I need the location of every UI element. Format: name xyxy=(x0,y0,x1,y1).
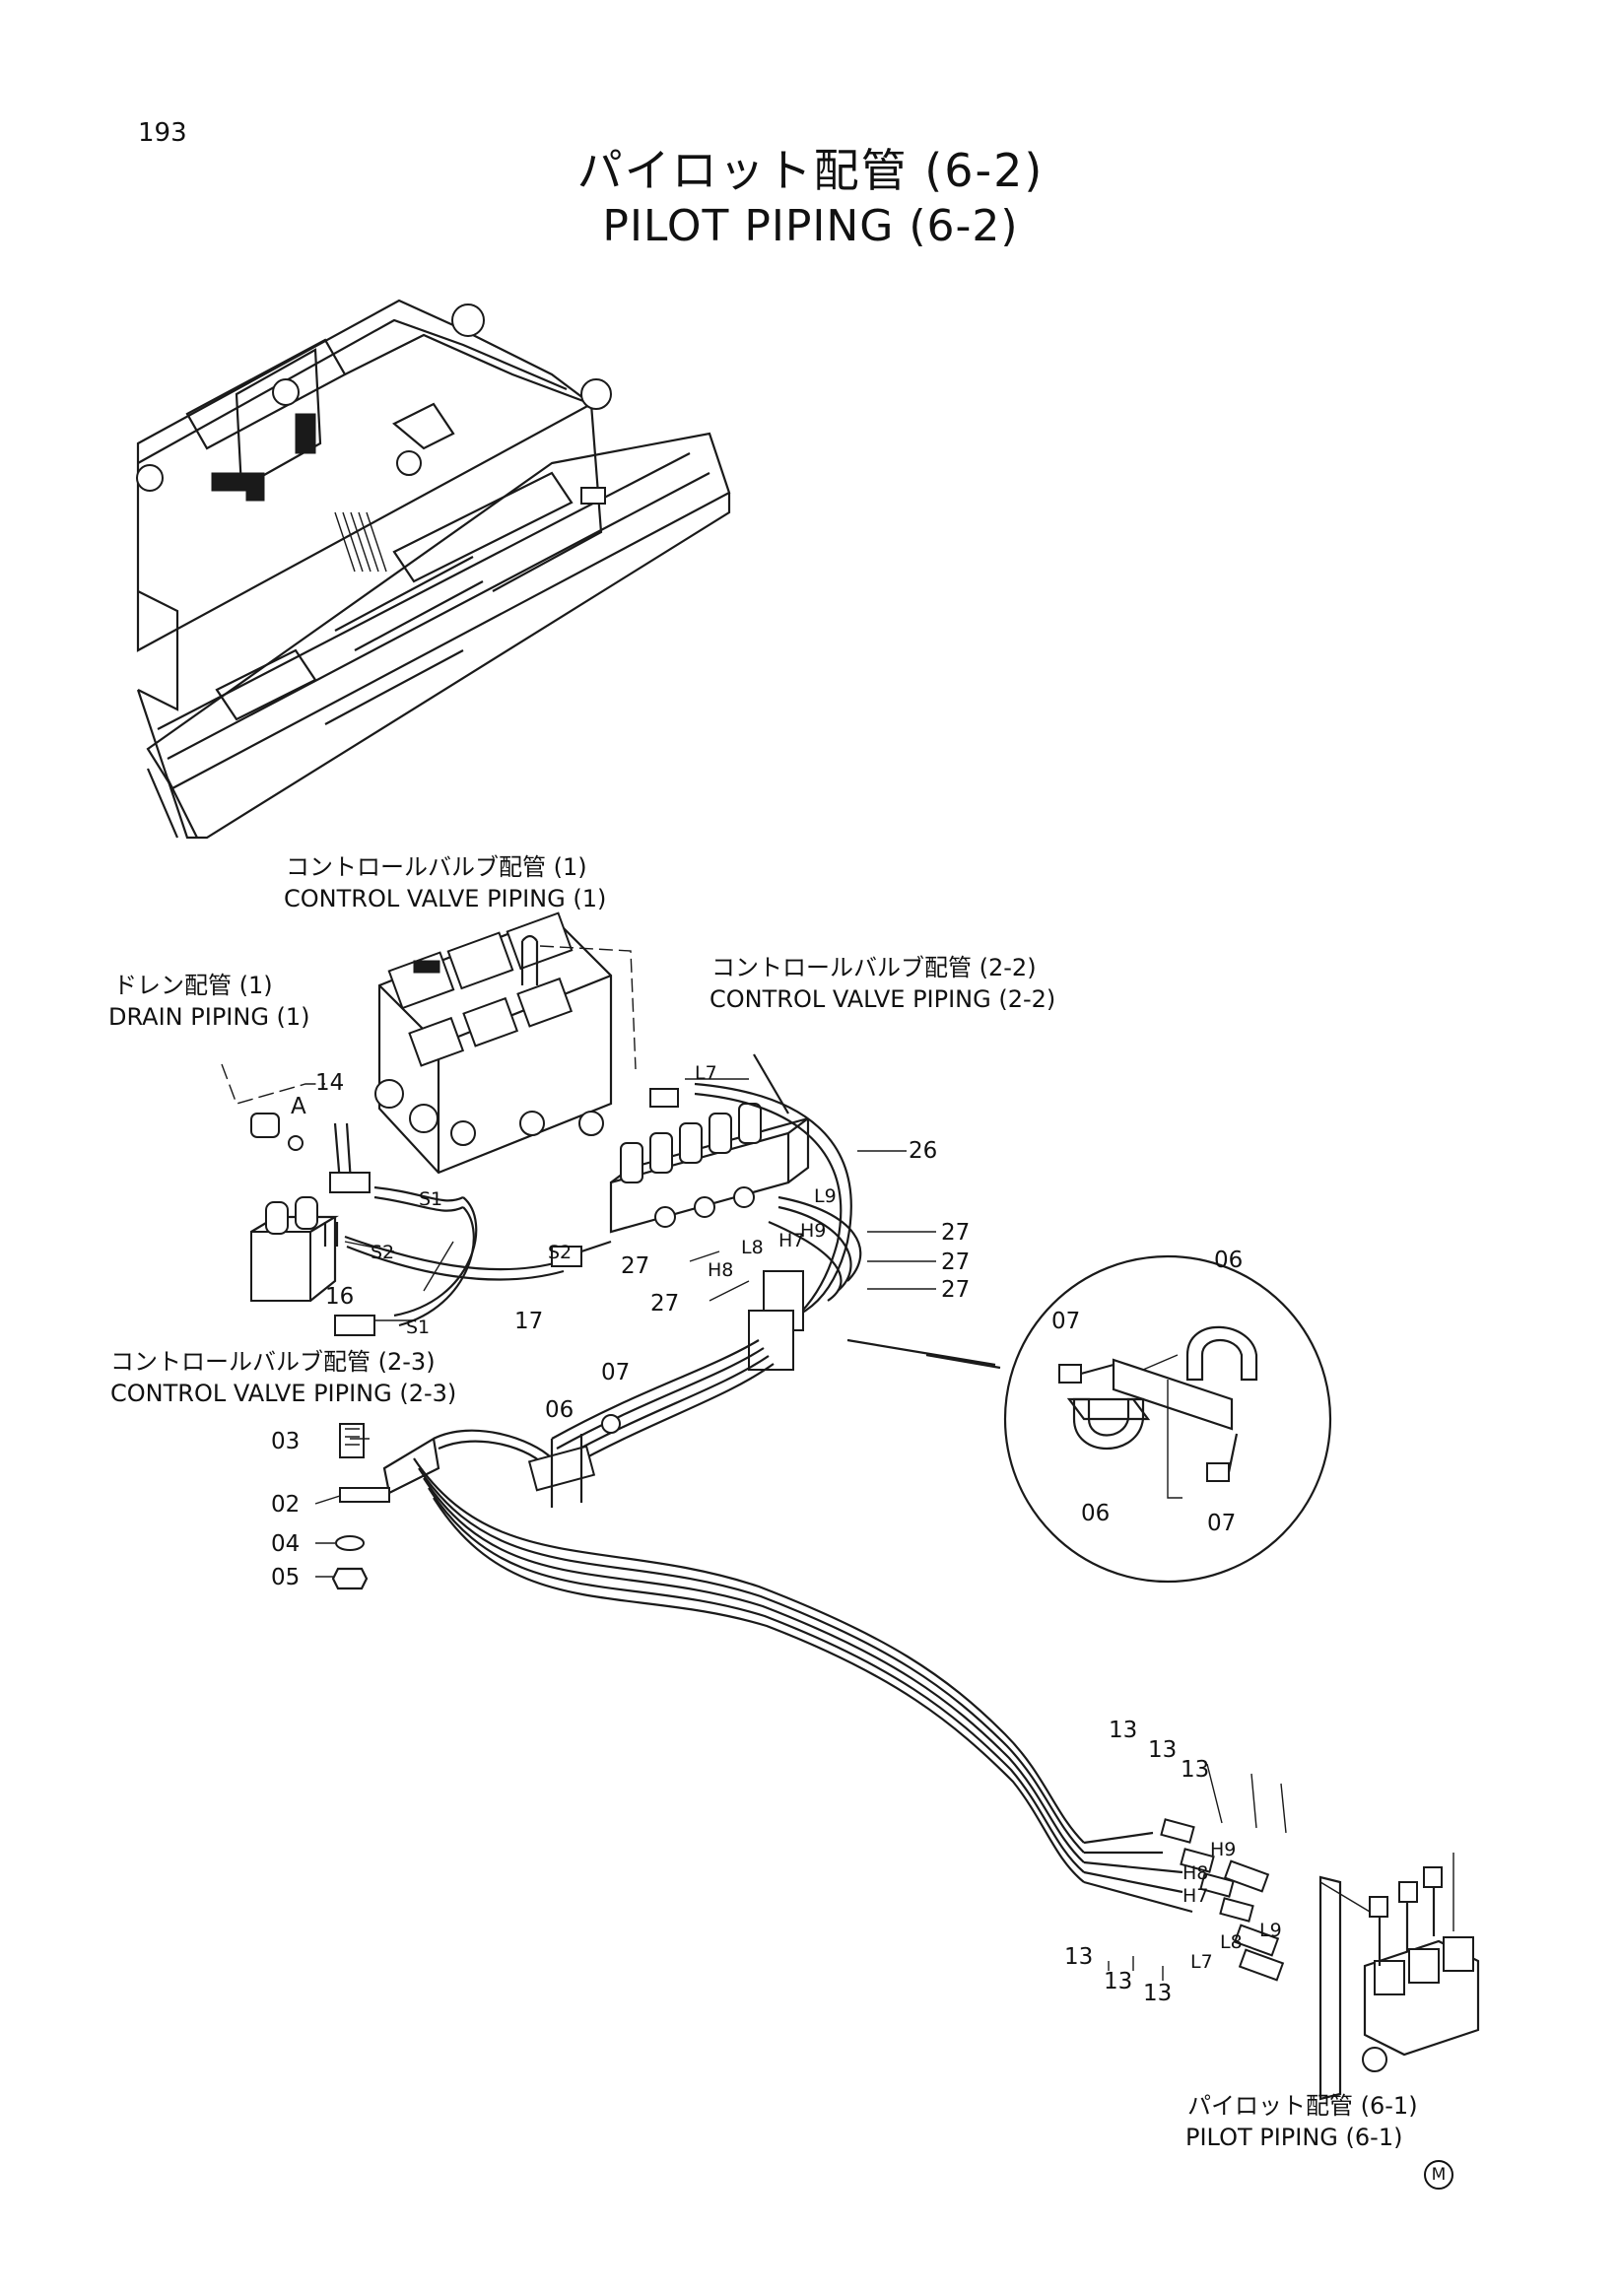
callout-13-a: 13 xyxy=(1109,1718,1138,1743)
ref-cv1-en: CONTROL VALVE PIPING (1) xyxy=(284,885,607,912)
detail-callout-07-left: 07 xyxy=(1051,1309,1081,1334)
callout-l9-bottom: L9 xyxy=(1259,1920,1282,1941)
drain-hoses xyxy=(221,1063,612,1336)
callout-13-f: 13 xyxy=(1143,1981,1173,2006)
callout-13-d: 13 xyxy=(1064,1944,1094,1970)
detail-view-circle xyxy=(1003,1254,1332,1584)
page-title-jp: パイロット配管 (6-2) xyxy=(576,144,1045,197)
callout-13-b: 13 xyxy=(1148,1737,1178,1763)
callout-17: 17 xyxy=(514,1309,544,1334)
ref-cv23-jp: コントロールバルブ配管 (2-3) xyxy=(110,1348,436,1376)
callout-07: 07 xyxy=(601,1360,631,1385)
callout-13-e: 13 xyxy=(1104,1969,1133,1994)
control-valve-assembly xyxy=(374,912,637,1175)
callout-27-d: 27 xyxy=(621,1253,650,1279)
detail-callout-06-bottom: 06 xyxy=(1081,1501,1111,1526)
hose-bundle-main xyxy=(382,1414,1085,1883)
callout-16: 16 xyxy=(325,1284,355,1310)
ref-cv1-jp: コントロールバルブ配管 (1) xyxy=(286,853,587,881)
clamp-hardware xyxy=(331,1423,390,1590)
callout-h7-bottom: H7 xyxy=(1182,1885,1209,1907)
callout-14: 14 xyxy=(315,1070,345,1096)
callout-s1-bottom: S1 xyxy=(406,1317,431,1338)
callout-05: 05 xyxy=(271,1565,301,1590)
callout-h9-top: H9 xyxy=(800,1220,827,1242)
callout-03: 03 xyxy=(271,1429,301,1454)
callout-27-e: 27 xyxy=(650,1291,680,1317)
callout-13-c: 13 xyxy=(1181,1757,1210,1783)
callout-04: 04 xyxy=(271,1531,301,1557)
machine-frame-illustration xyxy=(136,299,731,840)
callout-l9-top: L9 xyxy=(814,1185,837,1207)
mark-m-icon: M xyxy=(1424,2160,1453,2190)
callout-h9-bottom: H9 xyxy=(1210,1839,1237,1860)
page-number: 193 xyxy=(138,118,187,148)
callout-27-a: 27 xyxy=(941,1220,971,1246)
callout-l7-top: L7 xyxy=(695,1062,717,1084)
hose-ends xyxy=(1083,1818,1480,2101)
callout-s2-left: S2 xyxy=(371,1242,395,1263)
ref-drain-jp: ドレン配管 (1) xyxy=(113,972,273,999)
callout-h8-top: H8 xyxy=(708,1259,734,1281)
callout-h8-bottom: H8 xyxy=(1182,1862,1209,1884)
page-title-en: PILOT PIPING (6-2) xyxy=(602,201,1019,251)
callout-s1-top: S1 xyxy=(419,1188,443,1210)
callout-a: A xyxy=(291,1094,306,1119)
hose-bundle-upper xyxy=(551,1082,1001,1469)
callout-s2-right: S2 xyxy=(548,1242,573,1263)
callout-l8-top: L8 xyxy=(741,1237,764,1258)
detail-callout-07-bottom: 07 xyxy=(1207,1511,1237,1536)
ref-cv22-en: CONTROL VALVE PIPING (2-2) xyxy=(709,985,1056,1013)
ref-pp61-jp: パイロット配管 (6-1) xyxy=(1187,2092,1418,2120)
ref-cv23-en: CONTROL VALVE PIPING (2-3) xyxy=(110,1380,457,1407)
callout-27-c: 27 xyxy=(941,1277,971,1303)
callout-l7-bottom: L7 xyxy=(1190,1951,1213,1973)
ref-drain-en: DRAIN PIPING (1) xyxy=(108,1003,310,1031)
callout-27-b: 27 xyxy=(941,1249,971,1275)
callout-l8-bottom: L8 xyxy=(1220,1931,1243,1953)
callout-h7-top: H7 xyxy=(778,1230,805,1251)
callout-02: 02 xyxy=(271,1492,301,1518)
detail-callout-06-top: 06 xyxy=(1214,1248,1244,1273)
ref-pp61-en: PILOT PIPING (6-1) xyxy=(1185,2124,1403,2151)
ref-cv22-jp: コントロールバルブ配管 (2-2) xyxy=(711,954,1037,981)
callout-06: 06 xyxy=(545,1397,574,1423)
leader-lines xyxy=(314,1150,1287,1981)
callout-26: 26 xyxy=(909,1138,938,1164)
